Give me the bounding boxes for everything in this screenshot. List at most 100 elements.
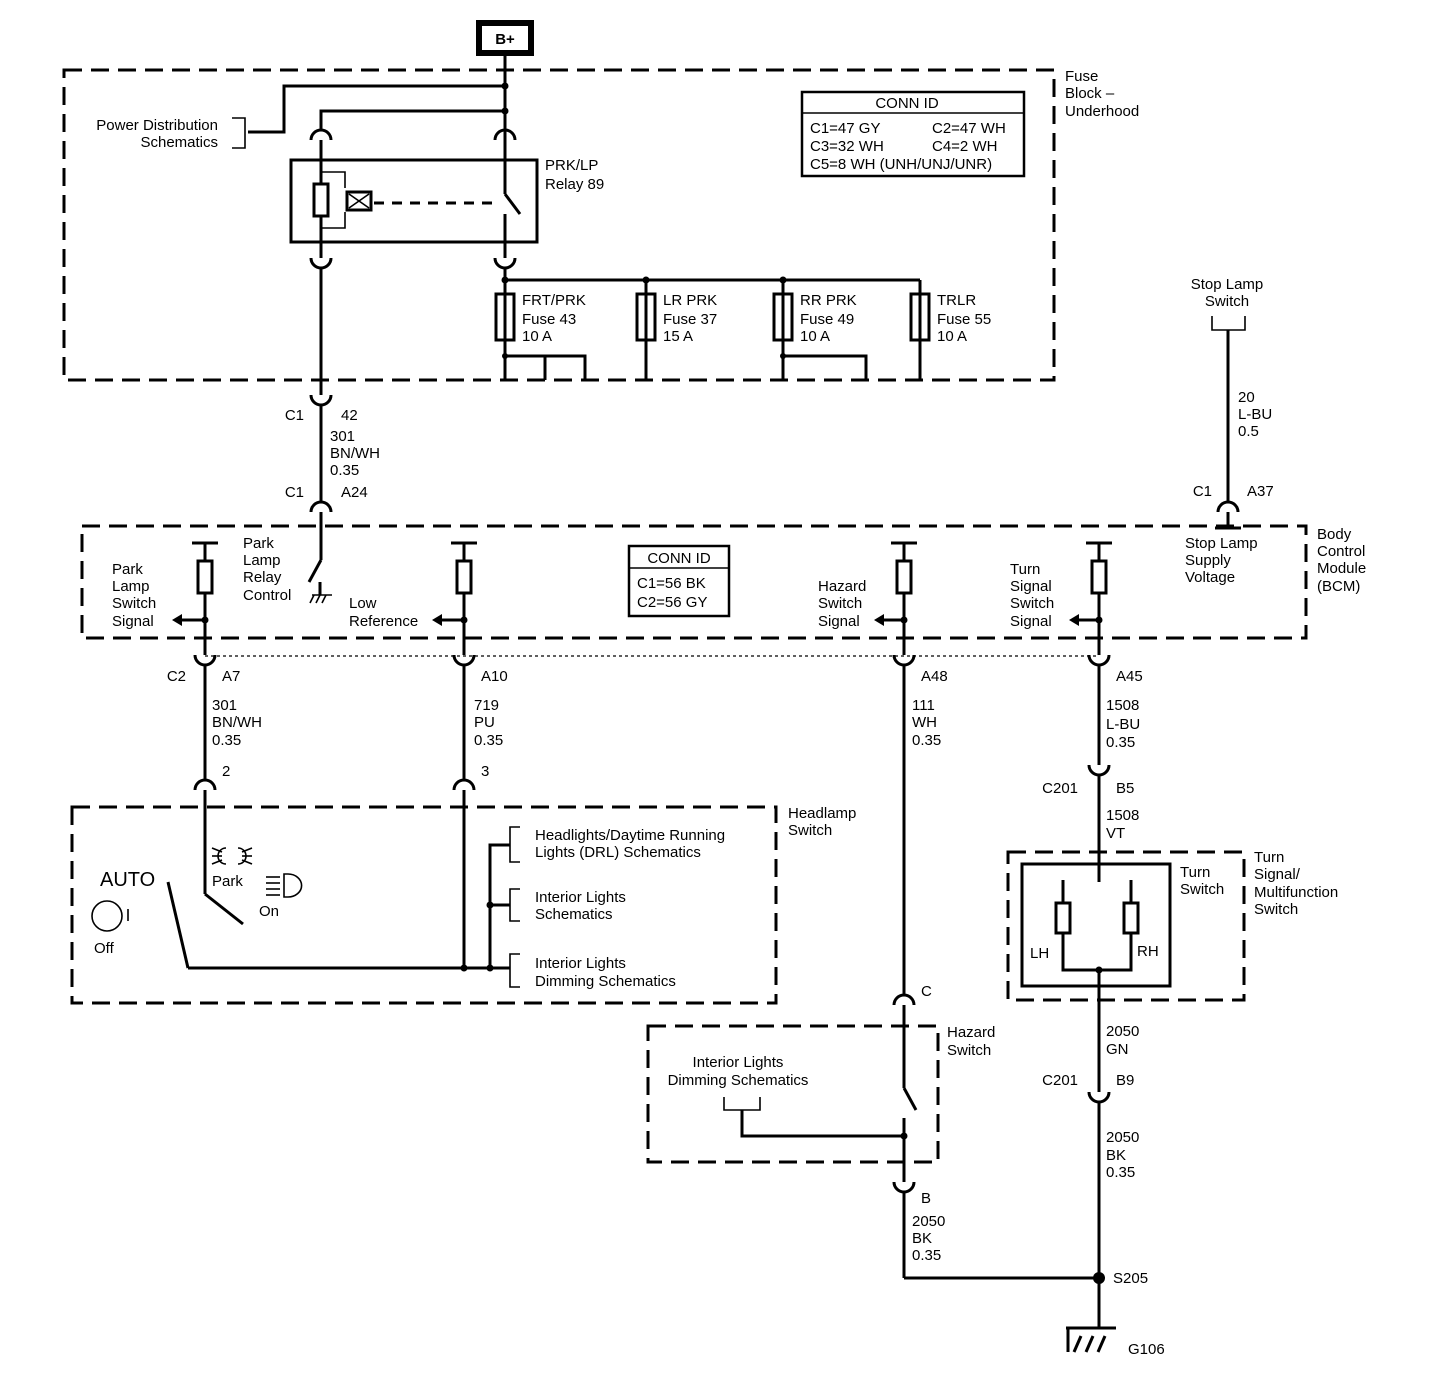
svg-text:C3=32 WH: C3=32 WH	[810, 138, 884, 155]
svg-text:Interior Lights: Interior Lights	[535, 889, 626, 906]
svg-text:Control: Control	[1317, 543, 1365, 560]
svg-text:Hazard: Hazard	[947, 1024, 995, 1041]
bcm-park-lamp-switch-input: Park Lamp Switch Signal	[112, 541, 218, 655]
svg-text:Signal: Signal	[1010, 613, 1052, 630]
svg-text:2050: 2050	[1106, 1023, 1139, 1040]
svg-text:Fuse 55: Fuse 55	[937, 311, 991, 328]
bcm-hazard-switch-signal: Hazard Switch Signal	[818, 541, 917, 655]
relay-label: PRK/LP Relay 89	[545, 157, 604, 193]
off-icon	[91, 900, 129, 932]
svg-text:BN/WH: BN/WH	[330, 445, 380, 462]
multifunction-switch-boundary	[1006, 850, 1246, 1002]
svg-text:Stop Lamp: Stop Lamp	[1191, 276, 1264, 293]
svg-text:Dimming Schematics: Dimming Schematics	[668, 1072, 809, 1089]
svg-text:Multifunction: Multifunction	[1254, 884, 1338, 901]
svg-text:C1=47 GY: C1=47 GY	[810, 120, 880, 137]
off-label: Off	[94, 940, 115, 957]
fuse-49: RR PRK Fuse 49 10 A	[772, 280, 868, 380]
fuse-block-boundary	[62, 68, 1056, 382]
svg-text:42: 42	[341, 407, 358, 424]
svg-text:Interior Lights: Interior Lights	[535, 955, 626, 972]
svg-text:L-BU: L-BU	[1106, 716, 1140, 733]
svg-text:0.35: 0.35	[1106, 1164, 1135, 1181]
svg-text:C1: C1	[1193, 483, 1212, 500]
svg-text:Switch: Switch	[788, 822, 832, 839]
svg-text:Signal: Signal	[818, 613, 860, 630]
relay-control-wire-labels: C1 42 301 BN/WH 0.35 C1 A24	[285, 407, 380, 501]
svg-text:0.35: 0.35	[912, 732, 941, 749]
wire-a7: C2 A7 301 BN/WH 0.35 2	[167, 654, 262, 830]
svg-text:Lights (DRL) Schematics: Lights (DRL) Schematics	[535, 844, 701, 861]
hazard-switch-contacts: B 2050 BK 0.35	[892, 1087, 1099, 1280]
svg-text:CONN ID: CONN ID	[647, 550, 711, 567]
svg-text:A45: A45	[1116, 668, 1143, 685]
wire-a45: A45 1508 L-BU 0.35 C201 B5 1508 VT	[1042, 654, 1143, 882]
svg-text:C1: C1	[285, 484, 304, 501]
svg-text:Headlights/Daytime Running: Headlights/Daytime Running	[535, 827, 725, 844]
svg-text:10 A: 10 A	[800, 328, 830, 345]
svg-text:Lamp: Lamp	[112, 578, 150, 595]
svg-text:PRK/LP: PRK/LP	[545, 157, 598, 174]
svg-text:L-BU: L-BU	[1238, 406, 1272, 423]
fuse-block-title: Fuse Block – Underhood	[1065, 68, 1139, 120]
wire-a48: A48 111 WH 0.35 C	[892, 654, 948, 1088]
svg-text:A48: A48	[921, 668, 948, 685]
turn-switch-title: Turn Switch	[1180, 864, 1224, 898]
headlamp-switch-boundary	[70, 805, 778, 1005]
svg-text:Headlamp: Headlamp	[788, 805, 856, 822]
svg-text:3: 3	[481, 763, 489, 780]
svg-text:Low: Low	[349, 595, 377, 612]
power-distribution-ref: Power Distribution Schematics	[96, 117, 218, 151]
svg-text:719: 719	[474, 697, 499, 714]
svg-text:G106: G106	[1128, 1341, 1165, 1358]
svg-text:0.35: 0.35	[212, 732, 241, 749]
svg-text:PU: PU	[474, 714, 495, 731]
svg-text:111: 111	[912, 697, 935, 714]
svg-text:0.35: 0.35	[912, 1247, 941, 1264]
ground-g106-icon: G106	[1066, 1278, 1165, 1358]
svg-text:Supply: Supply	[1185, 552, 1231, 569]
turn-switch-contacts: LH RH	[1030, 864, 1159, 1092]
svg-text:Switch: Switch	[112, 595, 156, 612]
svg-text:Fuse 37: Fuse 37	[663, 311, 717, 328]
svg-text:Fuse: Fuse	[1065, 68, 1098, 85]
relay-89-body	[289, 158, 539, 244]
svg-text:Switch: Switch	[818, 595, 862, 612]
auto-label: AUTO	[100, 869, 155, 891]
svg-text:2: 2	[222, 763, 230, 780]
svg-text:2050: 2050	[1106, 1129, 1139, 1146]
svg-text:Reference: Reference	[349, 613, 418, 630]
svg-text:0.35: 0.35	[330, 462, 359, 479]
bcm-boundary	[80, 524, 1308, 640]
svg-text:Turn: Turn	[1010, 561, 1040, 578]
stop-lamp-switch: Stop Lamp Switch 20 L-BU 0.5 C1 A37	[1191, 276, 1274, 528]
svg-text:10 A: 10 A	[522, 328, 552, 345]
svg-text:A37: A37	[1247, 483, 1274, 500]
svg-text:B5: B5	[1116, 780, 1134, 797]
svg-text:Relay: Relay	[243, 569, 282, 586]
bcm-conn-id-table: CONN ID C1=56 BK C2=56 GY	[627, 544, 731, 618]
svg-text:Fuse 49: Fuse 49	[800, 311, 854, 328]
svg-text:Hazard: Hazard	[818, 578, 866, 595]
svg-text:A10: A10	[481, 668, 508, 685]
svg-text:CONN ID: CONN ID	[875, 95, 939, 112]
bcm-title: Body Control Module (BCM)	[1317, 526, 1366, 595]
svg-text:C: C	[921, 983, 932, 1000]
svg-text:C201: C201	[1042, 1072, 1078, 1089]
svg-text:0.35: 0.35	[474, 732, 503, 749]
park-lamp-icon	[211, 847, 253, 865]
svg-text:Switch: Switch	[947, 1042, 991, 1059]
svg-text:VT: VT	[1106, 825, 1125, 842]
svg-text:Turn: Turn	[1254, 849, 1284, 866]
svg-text:RH: RH	[1137, 943, 1159, 960]
svg-text:C2: C2	[167, 668, 186, 685]
svg-text:Block –: Block –	[1065, 85, 1115, 102]
svg-text:BK: BK	[912, 1230, 932, 1247]
svg-text:Stop Lamp: Stop Lamp	[1185, 535, 1258, 552]
svg-text:C2=47 WH: C2=47 WH	[932, 120, 1006, 137]
headlamp-refs: Headlights/Daytime Running Lights (DRL) …	[535, 827, 725, 990]
svg-text:Switch: Switch	[1010, 595, 1054, 612]
headlamp-switch-contacts	[166, 826, 520, 988]
svg-text:Turn: Turn	[1180, 864, 1210, 881]
svg-text:Signal: Signal	[112, 613, 154, 630]
